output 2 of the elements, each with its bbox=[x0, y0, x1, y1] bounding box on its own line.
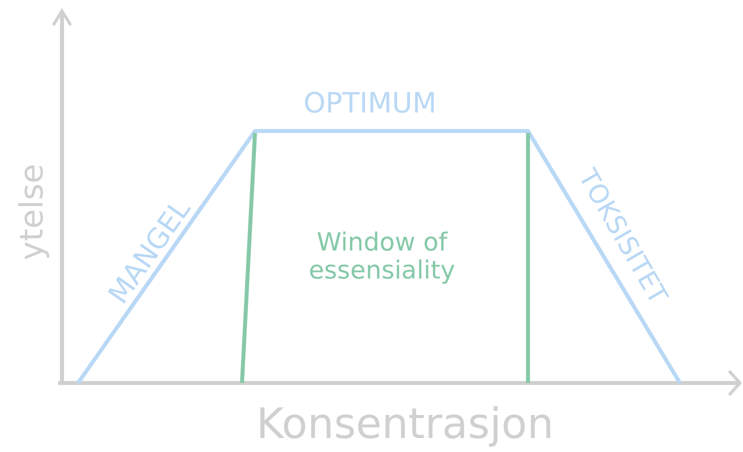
region-label: OPTIMUM bbox=[303, 88, 437, 120]
region-label: Window of essensiality bbox=[308, 228, 456, 284]
